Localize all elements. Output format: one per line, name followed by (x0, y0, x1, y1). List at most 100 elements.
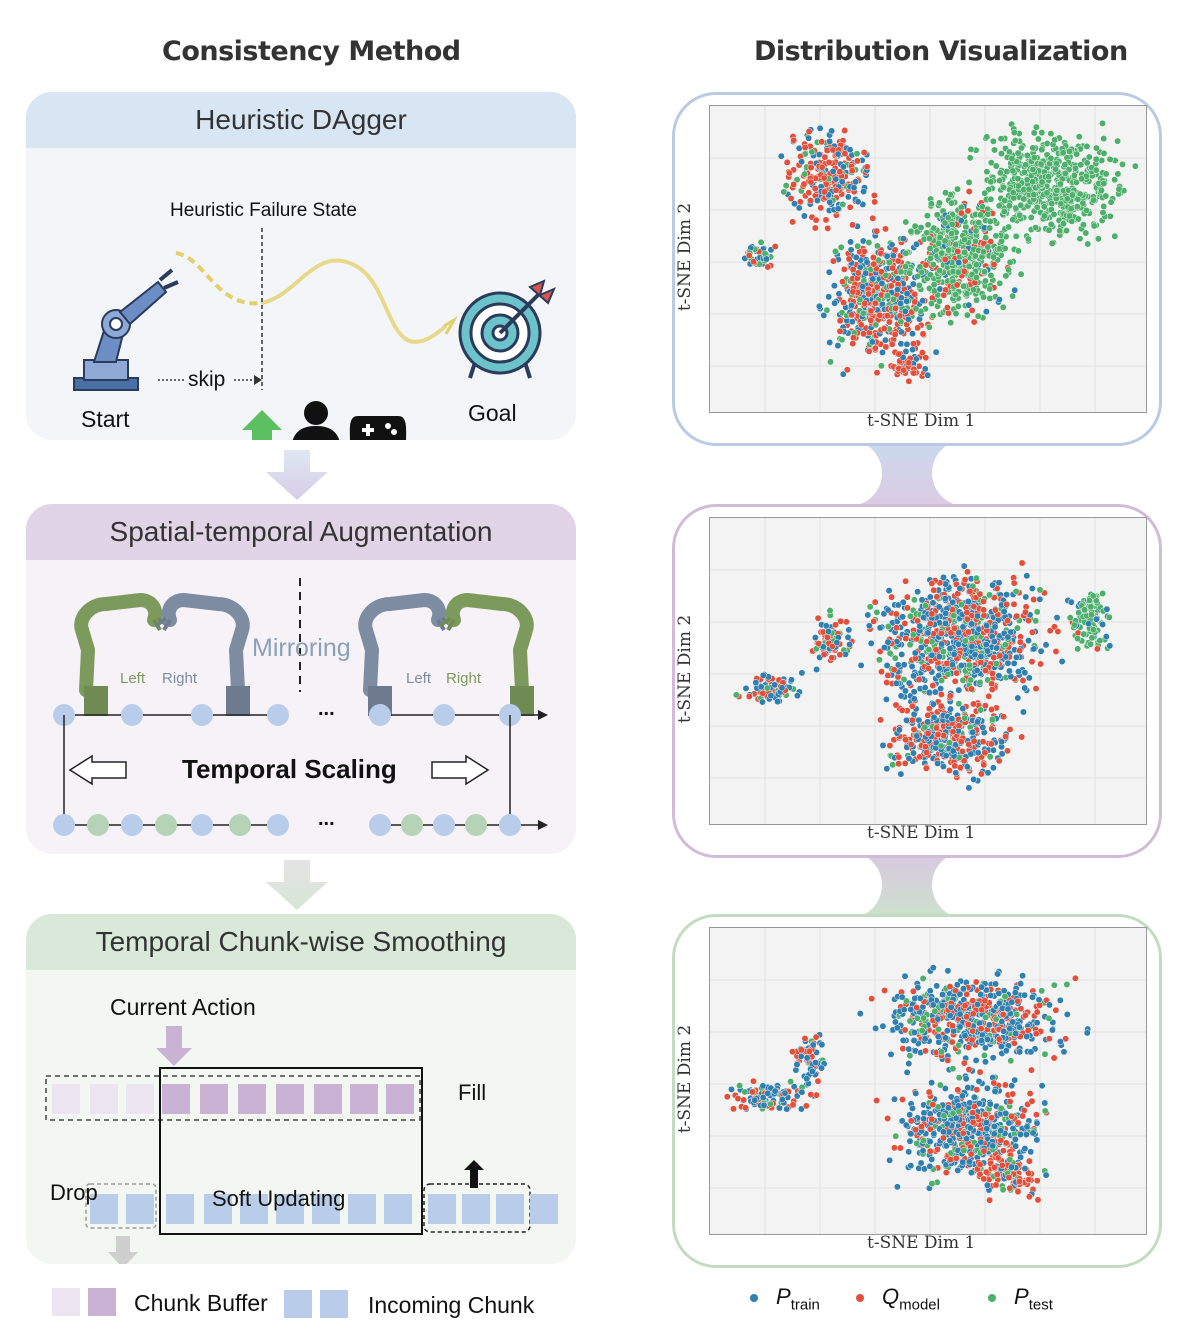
scatter-point (883, 679, 891, 686)
scatter-point (1008, 1112, 1016, 1120)
scatter-point (825, 293, 833, 301)
scatter-point (812, 216, 820, 224)
scatter-point (1033, 203, 1041, 211)
scatter-point (938, 677, 946, 684)
scatter-point (931, 688, 939, 696)
scatter-point (1074, 195, 1082, 203)
scatter-point (1010, 579, 1018, 587)
scatter-point (926, 593, 934, 601)
scatter-point (1005, 202, 1013, 210)
scatter-point (892, 304, 899, 312)
scatter-point (1033, 1136, 1041, 1144)
scatter-point (875, 656, 883, 664)
scatter-point (1011, 1076, 1019, 1084)
scatter-point (917, 1123, 925, 1131)
scatter-point (882, 271, 890, 279)
scatter-point (815, 151, 823, 159)
scatter-point (935, 297, 943, 305)
scatter-point (798, 158, 806, 166)
scatter-point (959, 705, 967, 713)
scatter-point (822, 216, 830, 224)
scatter-point (982, 1058, 989, 1066)
scatter-point (822, 622, 830, 630)
right-column-title: Distribution Visualization (754, 36, 1128, 67)
scatter-point (1041, 1107, 1049, 1115)
scatter-point (963, 1013, 971, 1021)
scatter-point (956, 1010, 964, 1018)
scatter-point (960, 562, 968, 570)
scatter-point (945, 767, 953, 774)
scatter-point (863, 163, 871, 171)
scatter-point (1024, 235, 1032, 243)
scatter-point (999, 1147, 1007, 1155)
scatter-point (1066, 147, 1073, 155)
scatter-point (1003, 168, 1011, 176)
scatter-point (988, 706, 996, 713)
scatter-point (1035, 996, 1043, 1004)
scatter-point (801, 1035, 809, 1042)
scatter-point (962, 1075, 970, 1083)
scatter-point (903, 290, 911, 298)
scatter-point (930, 713, 938, 721)
scatter-point (1038, 1082, 1046, 1090)
p-train-marker (750, 1294, 758, 1302)
scatter-point (1052, 648, 1060, 655)
scatter-point (978, 983, 986, 991)
scatter-point (982, 234, 990, 242)
scatter-point (965, 1021, 972, 1029)
scatter-point (1018, 559, 1026, 567)
scatter-point (838, 336, 846, 344)
scatter-point (797, 1052, 805, 1060)
scatter-point (989, 746, 997, 754)
scatter-point (813, 1091, 820, 1099)
scatter-point (1038, 987, 1046, 995)
scatter-point (981, 268, 989, 276)
scatter-point (931, 1007, 939, 1015)
scatter-point (1017, 201, 1025, 209)
scatter-point (915, 676, 923, 684)
scatter-point (990, 638, 998, 645)
scatter-point (954, 185, 961, 193)
scatter-point (949, 1065, 957, 1073)
scatter-point (960, 1147, 968, 1154)
scatter-point (1083, 206, 1090, 214)
scatter-point (783, 158, 791, 166)
scatter-point (836, 651, 844, 659)
scatter-point (1103, 605, 1111, 613)
scatter-point (944, 214, 952, 222)
scatter-point (789, 218, 797, 226)
scatter-point (954, 1086, 962, 1094)
scatter-point (1012, 1142, 1020, 1150)
fill-label: Fill (458, 1080, 487, 1105)
scatter-point (921, 1035, 929, 1043)
scatter-point (973, 296, 981, 304)
scatter-point (927, 200, 935, 208)
failure-state-label: Heuristic Failure State (170, 200, 357, 221)
scatter-point (825, 268, 833, 276)
scatter-point (910, 695, 918, 703)
scatter-point (925, 705, 933, 713)
scatter-point (1066, 212, 1073, 220)
scatter-point (1016, 1048, 1024, 1056)
scatter-point (906, 1052, 914, 1060)
scatter-point (986, 1196, 994, 1204)
scatter-point (1102, 192, 1110, 200)
scatter-point (952, 1114, 960, 1122)
scatter-point (853, 157, 861, 165)
scatter-point (957, 662, 965, 669)
scatter-point (861, 299, 869, 307)
scatter-point (947, 629, 955, 637)
scatter-point (796, 198, 804, 206)
scatter-point (745, 693, 753, 700)
scatter-point (938, 1002, 946, 1010)
left-label: Left (120, 670, 146, 687)
scatter-point (870, 617, 878, 625)
scatter-point (1030, 191, 1038, 199)
scatter-plot (709, 105, 1147, 413)
scatter-point (872, 321, 880, 329)
scatter-point (818, 1064, 825, 1072)
scatter-point (988, 715, 996, 723)
scatter-point (999, 1186, 1007, 1194)
scatter-point (1012, 587, 1020, 595)
spatial-temporal-panel: Spatial-temporal Augmentation (26, 504, 576, 854)
